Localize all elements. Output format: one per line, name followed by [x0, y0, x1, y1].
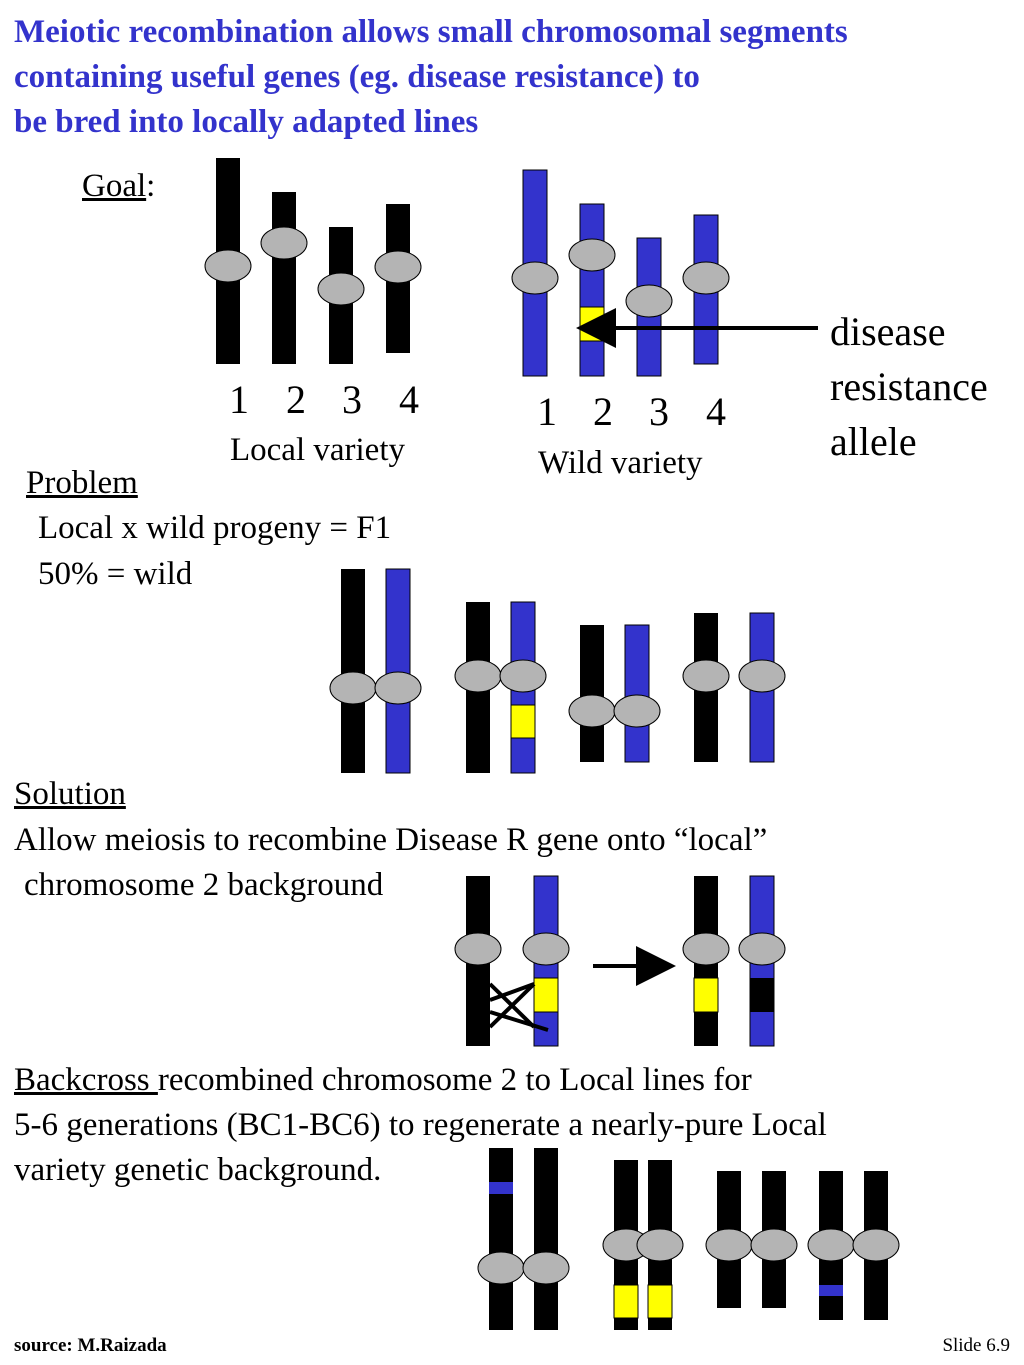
- wild-variety-chromosomes: [511, 169, 730, 377]
- backcross-centromere: [852, 1228, 900, 1262]
- backcross-chromosomes: [477, 1148, 900, 1330]
- local-centromere-2: [260, 226, 308, 260]
- callout-line-2: resistance: [830, 364, 988, 409]
- wild-resistance-allele: [579, 306, 605, 342]
- crossover-line: [489, 982, 535, 1002]
- wild-centromere-4: [682, 261, 730, 295]
- local-centromere-1: [204, 249, 252, 283]
- backcross-chromosome-1a: [489, 1148, 513, 1330]
- crossover-resistance-allele: [533, 977, 559, 1013]
- f1-centromere: [738, 659, 786, 693]
- solution-line-1: Allow meiosis to recombine Disease R gen…: [14, 822, 768, 858]
- backcross-resistance-allele: [647, 1284, 673, 1319]
- local-num-4: 4: [399, 377, 419, 422]
- recombined-centromere: [682, 932, 730, 966]
- backcross-line-2: 5-6 generations (BC1-BC6) to regenerate …: [14, 1107, 827, 1143]
- f1-local-chromosome-3: [580, 625, 604, 762]
- problem-heading: Problem: [26, 465, 138, 501]
- solution-line-2: chromosome 2 background: [24, 867, 384, 903]
- title-line-3: be bred into locally adapted lines: [14, 104, 479, 140]
- backcross-wild-fragment: [819, 1285, 843, 1296]
- backcross-line-1: Backcross recombined chromosome 2 to Loc…: [14, 1060, 752, 1100]
- wild-centromere-2: [568, 238, 616, 272]
- recombined-local-segment: [750, 978, 774, 1012]
- goal-heading: Goal: [82, 168, 147, 204]
- recombined-centromere: [738, 932, 786, 966]
- f1-wild-chromosome-1: [385, 568, 411, 774]
- local-variety-label: Local variety: [230, 432, 405, 468]
- f1-centromere: [454, 659, 502, 693]
- wild-num-2: 2: [593, 389, 613, 434]
- crossover-centromere: [454, 932, 502, 966]
- backcross-chromosome-1b: [534, 1148, 558, 1330]
- backcross-centromere: [522, 1251, 570, 1285]
- callout-line-3: allele: [830, 419, 917, 464]
- f1-local-chromosome-1: [341, 569, 365, 773]
- solution-heading: Solution: [14, 776, 126, 812]
- f1-resistance-allele: [510, 704, 536, 739]
- f1-centromere: [682, 659, 730, 693]
- backcross-centromere: [750, 1228, 798, 1262]
- backcross-resistance-allele: [613, 1284, 639, 1319]
- wild-num-1: 1: [537, 389, 557, 434]
- backcross-heading: Backcross: [14, 1062, 158, 1098]
- wild-variety-label: Wild variety: [538, 445, 703, 481]
- f1-centromere: [568, 694, 616, 728]
- goal-colon: :: [146, 168, 156, 204]
- slide-number: Slide 6.9: [942, 1335, 1010, 1356]
- callout-line-1: disease: [830, 309, 946, 354]
- local-num-1: 1: [229, 377, 249, 422]
- crossover-line: [489, 1010, 549, 1032]
- local-centromere-4: [374, 250, 422, 284]
- title-line-2: containing useful genes (eg. disease res…: [14, 59, 700, 95]
- source-credit: source: M.Raizada: [14, 1335, 167, 1356]
- local-num-3: 3: [342, 377, 362, 422]
- backcross-centromere: [705, 1228, 753, 1262]
- backcross-line-3: variety genetic background.: [14, 1152, 382, 1188]
- backcross-centromere: [807, 1228, 855, 1262]
- backcross-centromere: [636, 1228, 684, 1262]
- recombined-resistance-allele: [693, 977, 719, 1013]
- f1-progeny-chromosomes: [329, 568, 786, 774]
- local-chromosome-2: [272, 192, 296, 364]
- crossover-centromere: [522, 932, 570, 966]
- wild-num-4: 4: [706, 389, 726, 434]
- slide-title: Meiotic recombination allows small chrom…: [14, 10, 1004, 145]
- crossover-line: [488, 982, 536, 1029]
- title-line-1: Meiotic recombination allows small chrom…: [14, 14, 848, 50]
- backcross-wild-fragment: [489, 1182, 513, 1194]
- crossover-diagram: [454, 875, 786, 1047]
- problem-line-2: 50% = wild: [38, 556, 193, 592]
- local-variety-chromosomes: [204, 158, 422, 364]
- backcross-line-1-rest: recombined chromosome 2 to Local lines f…: [157, 1062, 752, 1098]
- f1-wild-chromosome-3: [624, 624, 650, 763]
- wild-num-3: 3: [649, 389, 669, 434]
- f1-centromere: [374, 671, 422, 705]
- goal-label: Goal:: [82, 166, 155, 206]
- local-num-2: 2: [286, 377, 306, 422]
- wild-centromere-1: [511, 261, 559, 295]
- f1-centromere: [329, 671, 377, 705]
- backcross-centromere: [477, 1251, 525, 1285]
- f1-centromere: [613, 694, 661, 728]
- local-centromere-3: [317, 272, 365, 306]
- problem-line-1: Local x wild progeny = F1: [38, 510, 392, 546]
- wild-centromere-3: [625, 284, 673, 318]
- f1-centromere: [499, 659, 547, 693]
- wild-chromosome-2: [579, 203, 605, 377]
